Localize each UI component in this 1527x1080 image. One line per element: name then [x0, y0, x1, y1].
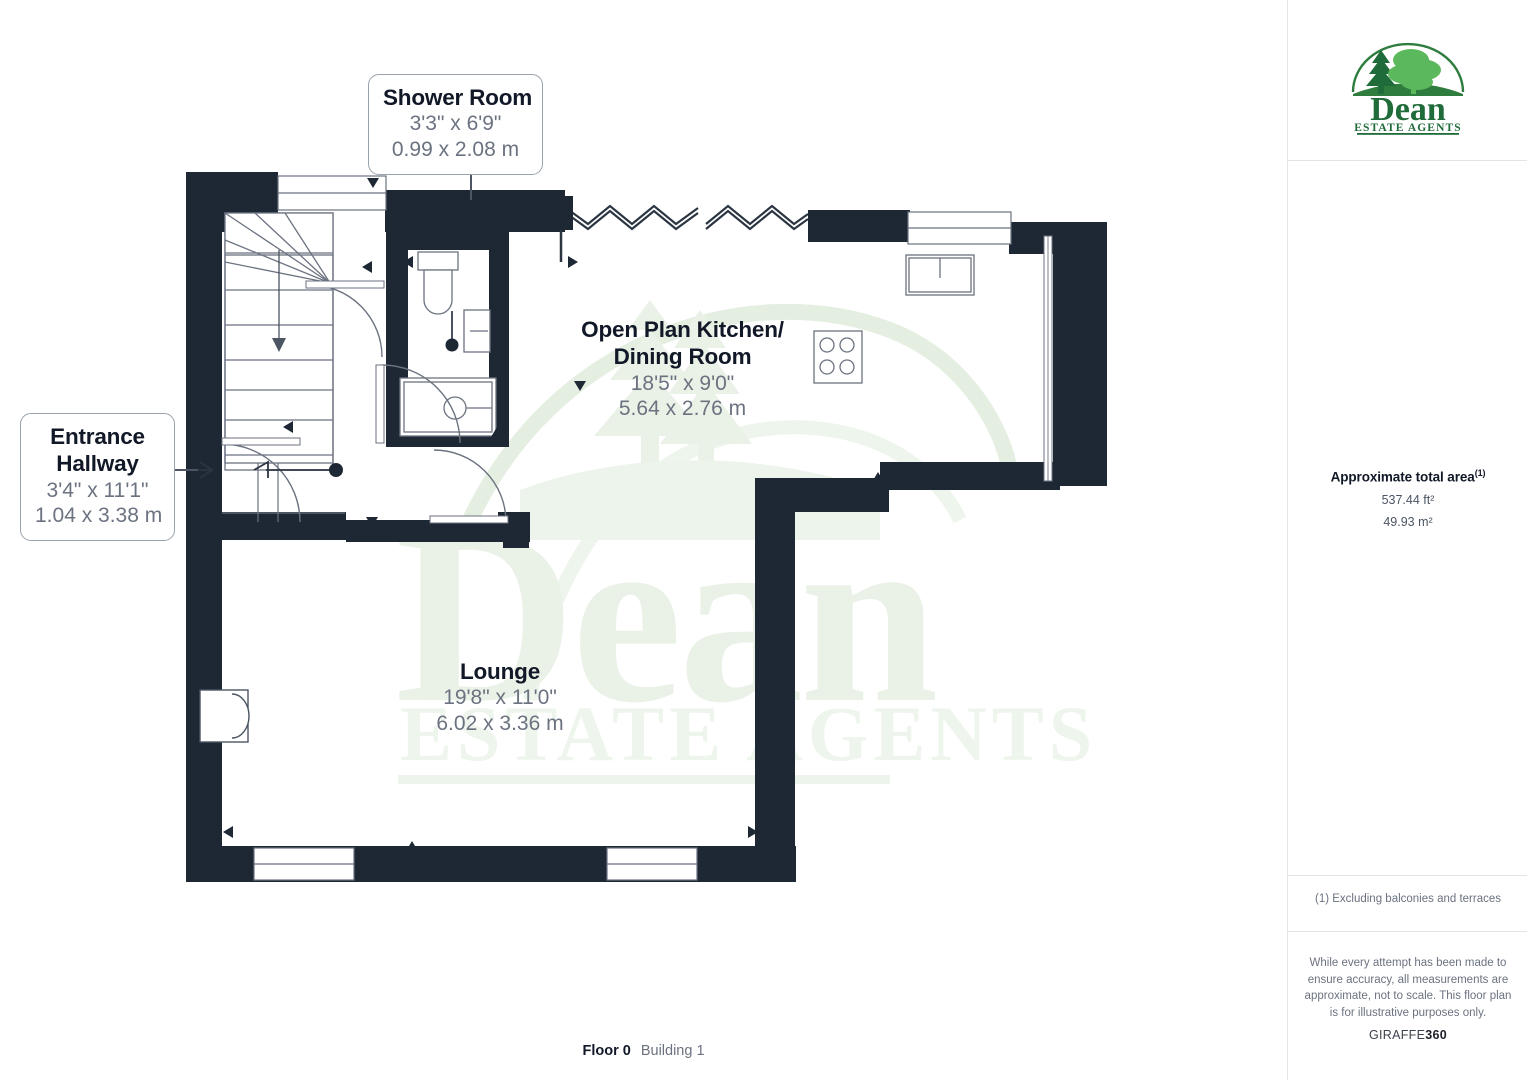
kitchen-side-window — [1043, 235, 1053, 482]
svg-text:ESTATE AGENTS: ESTATE AGENTS — [400, 690, 1097, 777]
door-swings — [221, 280, 509, 524]
entrance-hallway-dim-imperial: 3'4" x 11'1" — [46, 478, 149, 502]
top-window — [277, 175, 387, 211]
dimension-ticks — [223, 178, 1068, 851]
zigzag-open-boundary — [565, 204, 809, 231]
area-value-sqft: 537.44 ft² — [1381, 492, 1435, 507]
lounge-name: Lounge — [459, 659, 541, 684]
wash-basin-icon — [463, 309, 491, 353]
logo-wordmark: Dean — [1370, 91, 1446, 128]
zigzag-anchor-left — [553, 196, 573, 230]
sidebar-divider-1 — [1288, 160, 1527, 161]
logo-tagline: ESTATE AGENTS — [1354, 122, 1462, 134]
floor-plan-canvas: Dean ESTATE AGENTS — [0, 74, 1287, 1059]
area-title-superscript: (1) — [1474, 468, 1486, 478]
entrance-hallway-name-line2: Hallway — [56, 451, 139, 477]
fireplace-icon — [199, 689, 250, 743]
shower-tray-icon — [399, 377, 497, 437]
room-label-open-plan-kitchen-dining-room: Open Plan Kitchen/ Dining Room 18'5" x 9… — [570, 316, 795, 422]
area-footnote: (1) Excluding balconies and terraces — [1314, 893, 1502, 905]
room-label-entrance-hallway: Entrance Hallway 3'4" x 11'1" 1.04 x 3.3… — [20, 413, 175, 542]
lounge-dim-metric: 6.02 x 3.36 m — [436, 712, 564, 736]
info-sidebar: Dean ESTATE AGENTS Approximate total are… — [1287, 0, 1527, 1080]
floor-caption: Floor 0 Building 1 — [0, 1043, 1287, 1059]
floor-plan-drawing: Dean ESTATE AGENTS — [168, 172, 1107, 882]
room-label-lounge: Lounge 19'8" x 11'0" 6.02 x 3.36 m — [400, 658, 600, 737]
floor-caption-building: Building 1 — [640, 1043, 705, 1059]
shower-room-light-point — [445, 338, 459, 352]
area-title-text: Approximate total area — [1330, 469, 1475, 485]
shower-room-leader — [470, 155, 472, 200]
area-value-sqm: 49.93 m² — [1383, 514, 1433, 529]
disclaimer-text: While every attempt has been made to ens… — [1304, 957, 1512, 1020]
provider-credit: GIRAFFE360 — [1288, 1028, 1527, 1042]
floor-caption-floor: Floor 0 — [582, 1043, 631, 1059]
entrance-hallway-dim-metric: 1.04 x 3.38 m — [35, 504, 163, 528]
provider-prefix: GIRAFFE — [1368, 1028, 1426, 1042]
brand-logo: Dean ESTATE AGENTS — [1288, 30, 1527, 135]
approximate-total-area-block: Approximate total area(1) 537.44 ft² 49.… — [1288, 468, 1527, 529]
lounge-windows — [253, 847, 698, 881]
entrance-hallway-name-line1: Entrance — [50, 424, 145, 449]
kitchen-fixtures — [813, 254, 975, 384]
hallway-direction-indicator — [253, 460, 343, 478]
toilet-icon — [417, 251, 459, 315]
shower-room-fixtures — [399, 251, 497, 437]
kitchen-dining-dim-metric: 5.64 x 2.76 m — [618, 397, 747, 421]
shower-room-dim-metric: 0.99 x 2.08 m — [391, 138, 520, 162]
provider-suffix: 360 — [1425, 1028, 1448, 1042]
room-label-shower-room: Shower Room 3'3" x 6'9" 0.99 x 2.08 m — [368, 74, 543, 175]
dean-estate-agents-logo-icon: Dean ESTATE AGENTS — [1351, 42, 1465, 135]
kitchen-dining-name-line2: Dining Room — [613, 344, 752, 370]
staircase — [222, 212, 345, 522]
area-title: Approximate total area(1) — [1288, 468, 1527, 485]
hob-icon — [813, 330, 863, 384]
lounge-dim-imperial: 19'8" x 11'0" — [443, 686, 557, 710]
sidebar-divider-2 — [1288, 875, 1527, 876]
shower-room-dim-imperial: 3'3" x 6'9" — [409, 112, 502, 136]
kitchen-window — [907, 211, 1012, 245]
kitchen-sink-icon — [905, 254, 975, 296]
kitchen-dining-name-line1: Open Plan Kitchen/ — [581, 317, 784, 342]
entrance-hallway-leader — [172, 469, 198, 471]
shower-room-name: Shower Room — [383, 85, 533, 110]
sidebar-divider-3 — [1288, 931, 1527, 932]
kitchen-dining-dim-imperial: 18'5" x 9'0" — [630, 371, 735, 395]
